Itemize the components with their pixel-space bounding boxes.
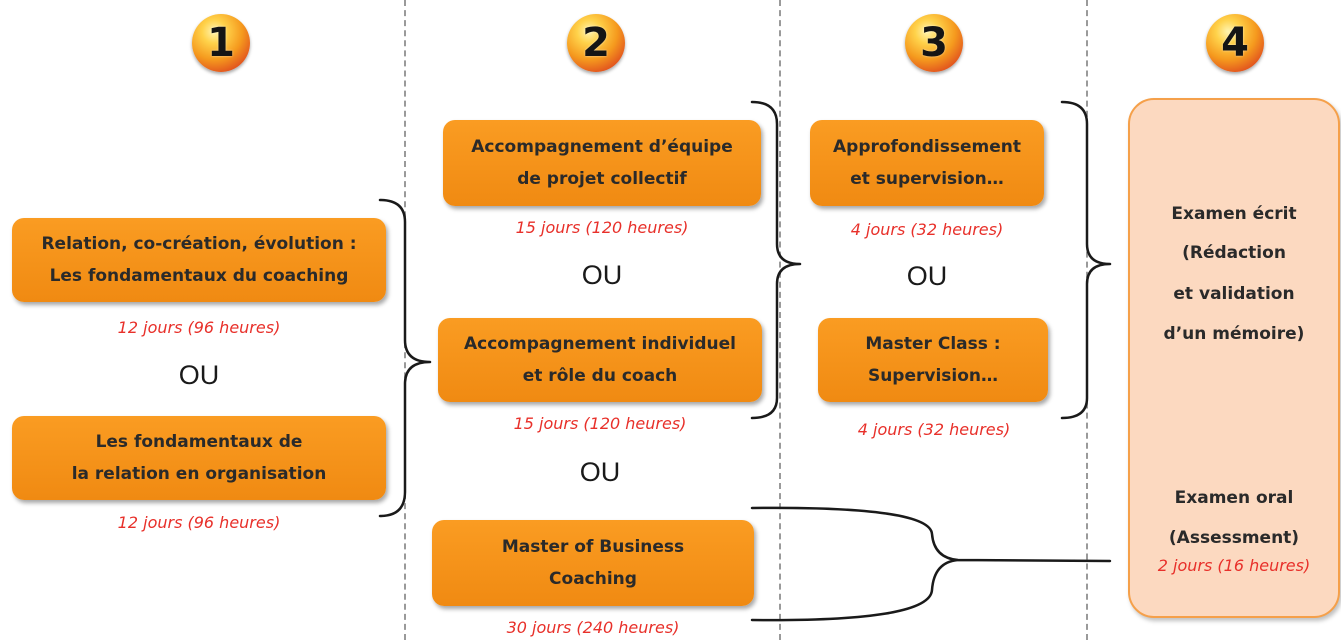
duration-label: 15 jours (120 heures) — [515, 218, 689, 237]
duration-label: 4 jours (32 heures) — [850, 220, 1004, 239]
exam-panel — [1128, 98, 1340, 618]
duration-label: 12 jours (96 heures) — [117, 513, 281, 532]
duration-label: 4 jours (32 heures) — [857, 420, 1011, 439]
written-exam-line-1: Examen écrit — [1171, 204, 1297, 224]
bracket-column-2 — [750, 100, 802, 420]
step-number: 3 — [920, 20, 948, 66]
or-separator: OU — [906, 261, 948, 291]
oral-exam-line-1: Examen oral — [1174, 488, 1294, 508]
written-exam-line-3: et validation — [1173, 284, 1295, 304]
bracket-column-3 — [1060, 100, 1112, 420]
module-approfondissement-supervision: Approfondissement et supervision… — [810, 120, 1044, 206]
duration-label: 2 jours (16 heures) — [1157, 556, 1311, 575]
or-separator: OU — [178, 360, 220, 390]
or-separator: OU — [581, 260, 623, 290]
duration-label: 12 jours (96 heures) — [117, 318, 281, 337]
step-number: 2 — [582, 20, 610, 66]
column-divider-2-3 — [779, 0, 781, 640]
module-master-business-coaching: Master of Business Coaching — [432, 520, 754, 606]
duration-label: 15 jours (120 heures) — [513, 414, 687, 433]
written-exam-line-2: (Rédaction — [1182, 243, 1286, 263]
step-badge-1: 1 — [192, 14, 250, 72]
module-fondamentaux-organisation: Les fondamentaux de la relation en organ… — [12, 416, 386, 500]
module-accompagnement-equipe: Accompagnement d’équipe de projet collec… — [443, 120, 761, 206]
module-master-class-supervision: Master Class : Supervision… — [818, 318, 1048, 402]
step-badge-4: 4 — [1206, 14, 1264, 72]
or-separator: OU — [579, 457, 621, 487]
duration-label: 30 jours (240 heures) — [506, 618, 680, 637]
step-badge-3: 3 — [905, 14, 963, 72]
joiner-master-business-coaching — [750, 506, 1112, 622]
step-badge-2: 2 — [567, 14, 625, 72]
written-exam-line-4: d’un mémoire) — [1163, 324, 1305, 344]
oral-exam-line-2: (Assessment) — [1168, 528, 1300, 548]
step-number: 1 — [207, 20, 235, 66]
step-number: 4 — [1221, 20, 1249, 66]
module-accompagnement-individuel: Accompagnement individuel et rôle du coa… — [438, 318, 762, 402]
module-relation-cocreation: Relation, co-création, évolution : Les f… — [12, 218, 386, 302]
bracket-column-1 — [378, 198, 432, 518]
